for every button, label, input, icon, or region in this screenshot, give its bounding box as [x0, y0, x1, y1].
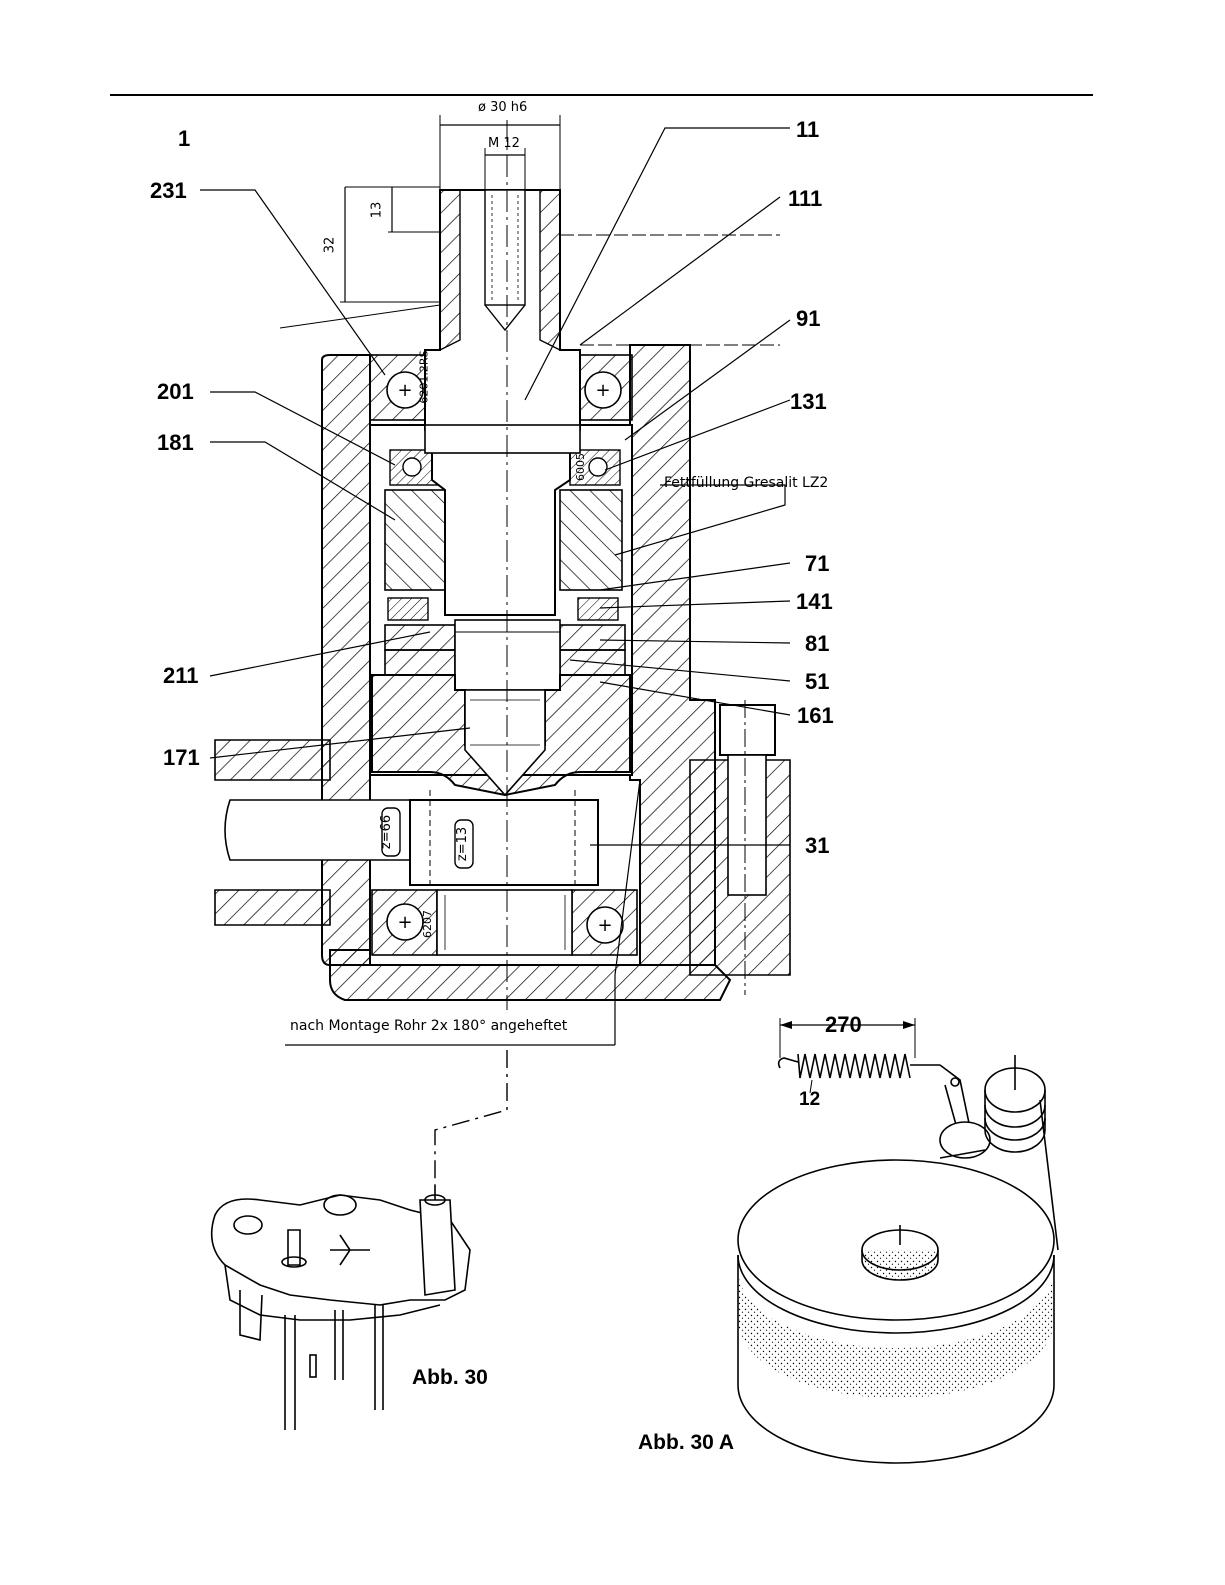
label-11: 11	[796, 119, 819, 141]
tooth-count-small: z=13	[456, 827, 470, 861]
label-161: 161	[797, 705, 834, 727]
bearing-upper-label: 6201.2RS	[418, 350, 432, 403]
shaft-diameter-dim: ø 30 h6	[478, 101, 527, 115]
svg-text:+: +	[397, 380, 412, 401]
svg-text:+: +	[397, 912, 412, 933]
svg-text:+: +	[597, 915, 612, 936]
caption-abb30a: Abb. 30 A	[638, 1432, 734, 1454]
label-131: 131	[790, 391, 827, 413]
label-71: 71	[805, 553, 829, 575]
assembly-note: nach Montage Rohr 2x 180° angeheftet	[290, 1018, 567, 1034]
figure-number: 1	[178, 128, 190, 150]
label-31: 31	[805, 835, 829, 857]
label-81: 81	[805, 633, 829, 655]
label-171: 171	[163, 747, 200, 769]
label-51: 51	[805, 671, 829, 693]
label-201: 201	[157, 381, 194, 403]
lower-bearing: + +	[372, 890, 637, 955]
gear-assembly	[225, 790, 598, 890]
abb30-mechanism-sketch	[212, 1185, 470, 1430]
bearing-lower-label: 6207	[421, 910, 435, 938]
label-141: 141	[796, 591, 833, 613]
label-91: 91	[796, 308, 820, 330]
depth-32-dim: 32	[323, 237, 337, 254]
bearing-mid-label: 6005	[574, 453, 588, 481]
label-111: 111	[788, 188, 822, 210]
label-181: 181	[157, 432, 194, 454]
connector-line	[435, 1050, 507, 1185]
thread-dim: M 12	[488, 137, 520, 151]
dimension-270: 270	[825, 1014, 862, 1036]
grease-note: Fettfüllung Gresalit LZ2	[664, 475, 828, 491]
caption-abb30: Abb. 30	[412, 1367, 488, 1389]
label-231: 231	[150, 180, 187, 202]
tooth-count-large: z=66	[380, 815, 394, 849]
abb30a-drum-sketch	[738, 1018, 1058, 1463]
label-211: 211	[163, 665, 199, 687]
label-12: 12	[799, 1089, 820, 1111]
depth-13-dim: 13	[370, 202, 384, 219]
svg-text:+: +	[595, 380, 610, 401]
